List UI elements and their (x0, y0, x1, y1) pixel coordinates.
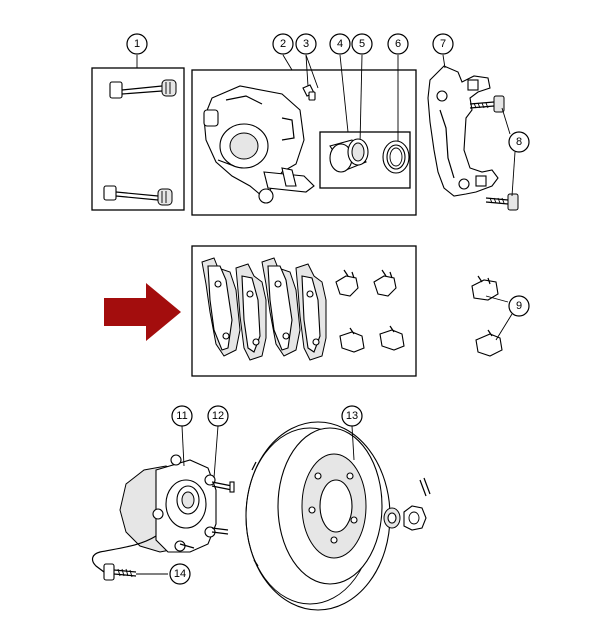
anti-rattle-clip-1 (335, 269, 359, 297)
hub-bearing-assembly (119, 454, 217, 553)
caliper-piston (329, 138, 369, 173)
callout-6: 6 (387, 33, 409, 55)
brake-pad-set-right (261, 257, 327, 361)
svg-text:7: 7 (440, 38, 446, 50)
anti-rattle-clip-2 (373, 269, 397, 297)
bracket-bolt-upper (469, 95, 505, 113)
callout-13: 13 (341, 405, 363, 427)
guide-pin-box (91, 67, 185, 211)
caliper-adapter-bracket (427, 65, 499, 197)
svg-text:1: 1 (134, 38, 140, 50)
caliper-body (203, 85, 315, 204)
anti-rattle-clip-4 (379, 325, 405, 351)
callout-5: 5 (351, 33, 373, 55)
pad-clip-upper (471, 275, 499, 301)
svg-text:9: 9 (516, 300, 522, 312)
axle-washer (383, 507, 401, 529)
svg-text:6: 6 (395, 38, 401, 50)
callout-8: 8 (508, 131, 530, 153)
callout-12: 12 (207, 405, 229, 427)
brake-pad-box (191, 245, 417, 377)
bleeder-screw (302, 84, 316, 101)
callout-1: 1 (126, 33, 148, 55)
callout-4: 4 (329, 33, 351, 55)
bracket-bolt-lower (485, 193, 519, 211)
svg-text:12: 12 (212, 410, 224, 422)
anti-rattle-clip-3 (339, 327, 365, 353)
callout-3: 3 (295, 33, 317, 55)
guide-pin-lower (103, 185, 173, 206)
piston-seal (382, 140, 410, 174)
svg-text:13: 13 (346, 410, 358, 422)
guide-pin-upper (109, 79, 177, 99)
caliper-box (191, 69, 417, 216)
svg-text:5: 5 (359, 38, 365, 50)
pad-clip-lower (475, 329, 503, 357)
callout-2: 2 (272, 33, 294, 55)
axle-nut (403, 505, 427, 531)
mounting-bolt (103, 563, 137, 581)
svg-text:11: 11 (176, 410, 187, 422)
callout-11: 11 (171, 405, 193, 427)
svg-text:8: 8 (516, 136, 522, 148)
right-arrow-icon (104, 283, 181, 341)
cotter-pin (419, 477, 431, 497)
wheel-studs (179, 481, 235, 549)
svg-text:4: 4 (337, 38, 343, 50)
brake-rotor (245, 421, 391, 611)
piston-seal-box (319, 131, 411, 189)
callout-9: 9 (508, 295, 530, 317)
svg-text:14: 14 (174, 568, 186, 580)
svg-text:3: 3 (303, 38, 309, 50)
abs-sensor-cable (91, 535, 157, 573)
callout-14: 14 (169, 563, 191, 585)
svg-text:2: 2 (280, 38, 286, 50)
callout-7: 7 (432, 33, 454, 55)
brake-pad-set-left (201, 257, 267, 361)
